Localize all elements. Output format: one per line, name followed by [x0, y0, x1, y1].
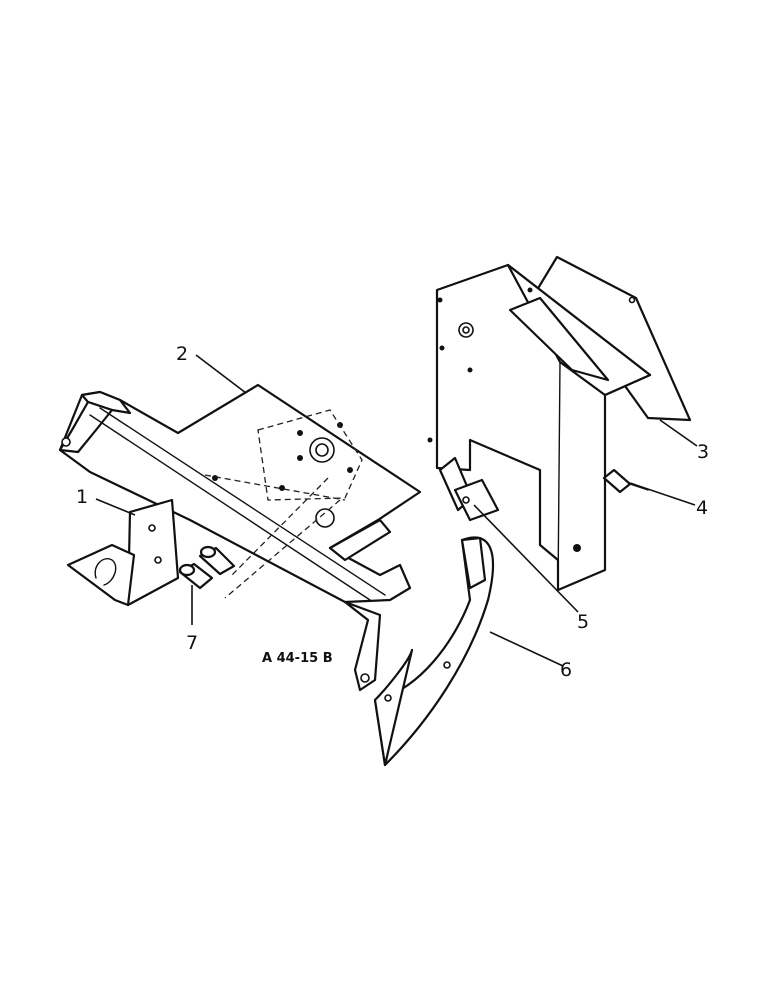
callout-3: 3 [697, 441, 709, 463]
part-1-hinge-bracket [66, 498, 180, 607]
callout-4: 4 [696, 497, 708, 519]
part-4-fastener [602, 468, 649, 494]
part-housing [427, 263, 652, 592]
callout-7: 7 [186, 632, 198, 654]
part-5-angle-bracket [438, 456, 500, 522]
part-6-curved-cover [373, 536, 495, 767]
figure-reference: A 44-15 B [262, 651, 333, 666]
part-2-mounting-plate [58, 383, 422, 692]
part-7-spacers [178, 545, 236, 590]
callout-5: 5 [577, 611, 589, 633]
leader-lines [95, 354, 698, 667]
callout-2: 2 [176, 343, 188, 365]
callout-1: 1 [76, 486, 88, 508]
callout-6: 6 [560, 659, 572, 681]
